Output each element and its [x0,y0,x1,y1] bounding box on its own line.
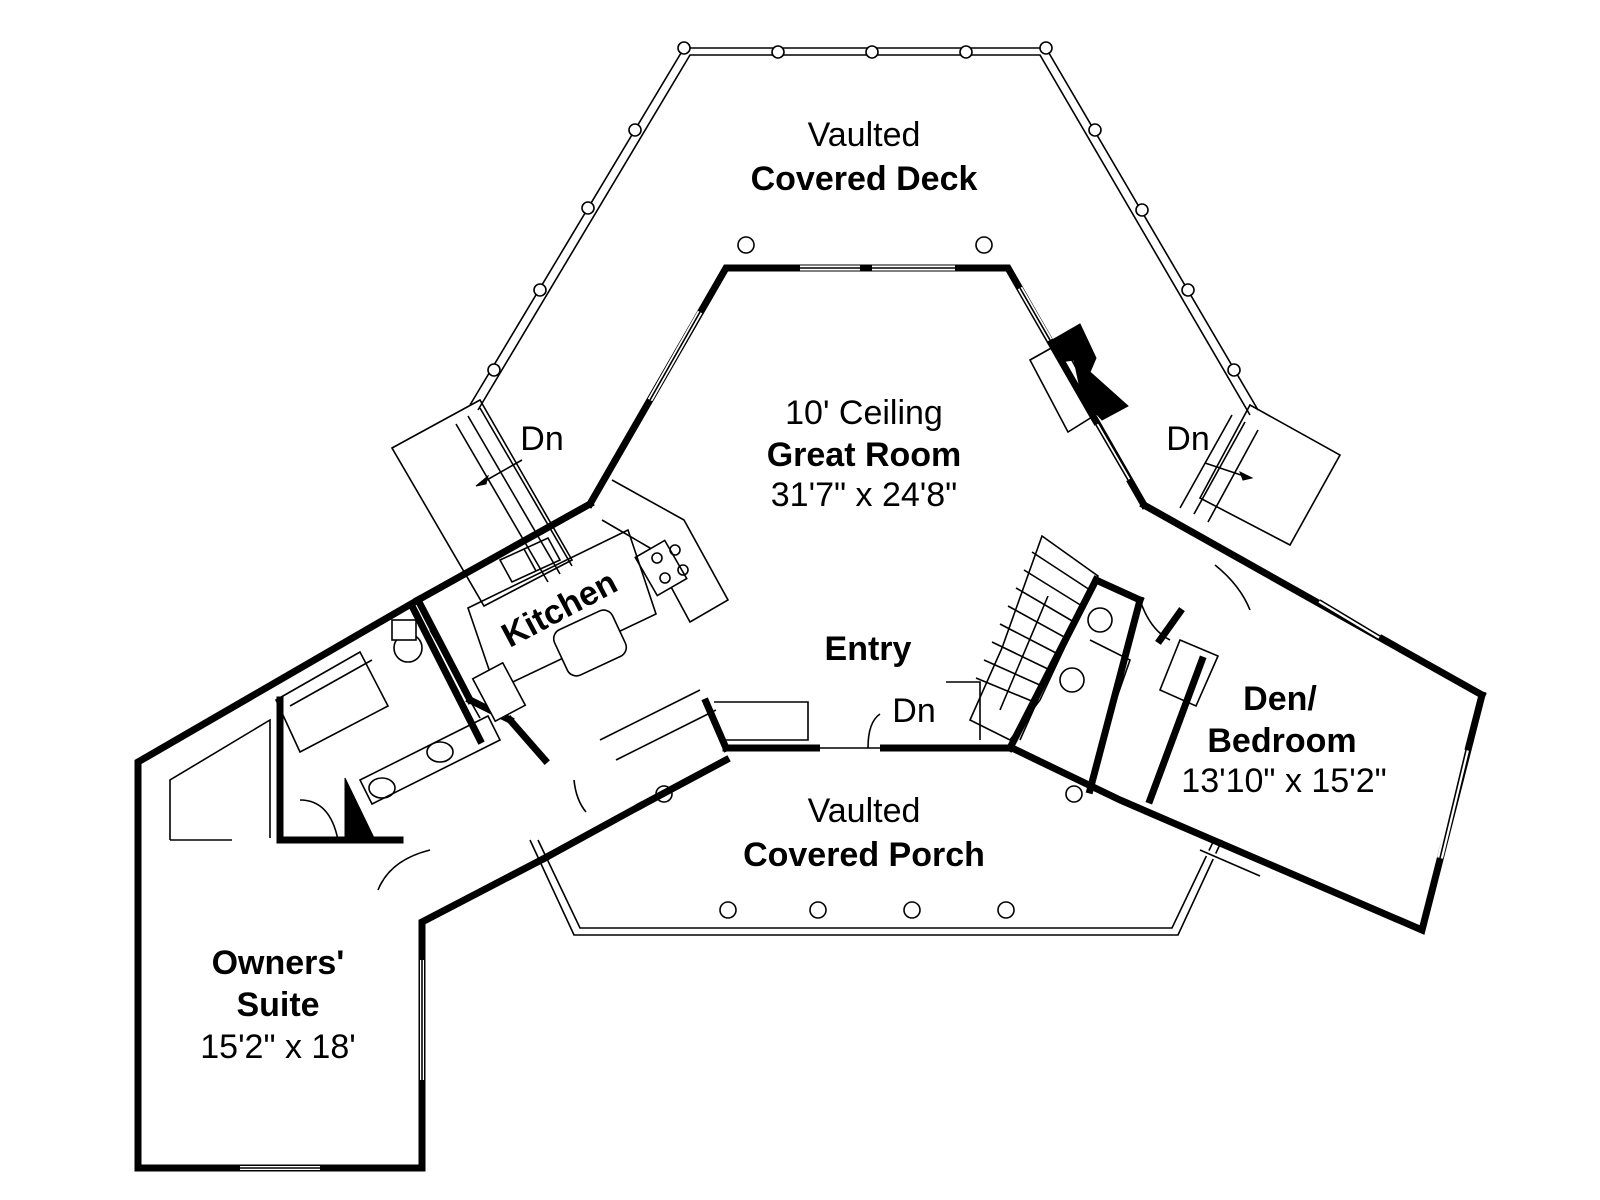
den-label-line2: Bedroom [1207,722,1356,760]
porch-label-line2: Covered Porch [743,836,985,874]
great-room-title: Great Room [767,436,962,474]
entry-label: Entry [825,630,912,668]
stair-down-entry: Dn [892,692,935,730]
main-stair [946,534,1101,753]
covered-deck [469,41,1259,416]
entry [573,689,1014,813]
deck-label-line2: Covered Deck [751,160,978,198]
fireplace [1028,323,1129,434]
stair-down-left: Dn [520,420,563,458]
kitchen [413,479,730,765]
den-dims: 13'10" x 15'2" [1181,762,1386,800]
porch-label-line1: Vaulted [808,792,921,830]
room-labels: Vaulted Covered Deck 10' Ceiling Great R… [200,116,1386,1066]
great-room-walls [413,264,1487,700]
den-label-line1: Den/ [1243,680,1317,718]
den-bedroom [1007,564,1487,935]
great-room-ceiling: 10' Ceiling [785,394,943,432]
right-deck-stair [1179,403,1342,547]
deck-label-line1: Vaulted [808,116,921,154]
owners-suite [134,595,731,1172]
left-deck-stair [390,398,574,608]
great-room-dims: 31'7" x 24'8" [771,476,957,514]
stair-down-right: Dn [1166,420,1209,458]
owners-dims: 15'2" x 18' [200,1028,356,1066]
owners-label-line1: Owners' [212,944,345,982]
owners-label-line2: Suite [236,986,319,1024]
